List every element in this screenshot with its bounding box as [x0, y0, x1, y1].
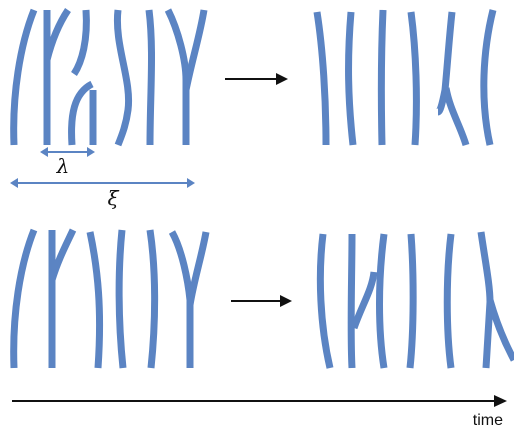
strand-branch: [182, 9, 208, 91]
strand: [377, 9, 387, 146]
strand: [406, 233, 417, 369]
panel-top-right-strands: [313, 9, 497, 147]
strand: [164, 8, 190, 145]
strand: [480, 9, 497, 146]
strand: [68, 80, 94, 146]
strand: [313, 11, 330, 146]
strand: [443, 233, 455, 369]
strand: [345, 11, 357, 146]
xi-label: ξ: [107, 186, 119, 210]
strand: [407, 11, 420, 146]
strand: [146, 229, 159, 369]
lambda-label: λ: [56, 154, 70, 178]
panel-bottom-left-strands: [10, 228, 210, 369]
top-transition-arrow: [225, 73, 288, 85]
strand: [168, 230, 194, 368]
strand: [10, 228, 38, 369]
time-label: time: [473, 412, 503, 429]
strand-branch: [186, 231, 210, 306]
strand: [347, 233, 356, 369]
panel-top-left-strands: [10, 8, 208, 147]
strand: [71, 9, 90, 76]
strand-branch: [350, 271, 378, 330]
strand-branch: [48, 228, 77, 282]
strand: [113, 9, 133, 147]
strand: [316, 233, 334, 369]
lambda-measure: λ: [40, 147, 95, 178]
strand: [442, 87, 470, 147]
bottom-transition-arrow: [231, 295, 292, 307]
strand: [115, 229, 127, 369]
strand: [145, 9, 156, 146]
strand: [477, 231, 494, 369]
strand-branch: [43, 8, 71, 61]
strand: [10, 8, 38, 146]
time-axis: time: [12, 395, 507, 429]
strand-branch: [486, 299, 514, 362]
panel-bottom-right-strands: [316, 231, 514, 369]
xi-measure: ξ: [10, 178, 195, 210]
strand: [376, 233, 388, 369]
strand: [86, 231, 104, 369]
